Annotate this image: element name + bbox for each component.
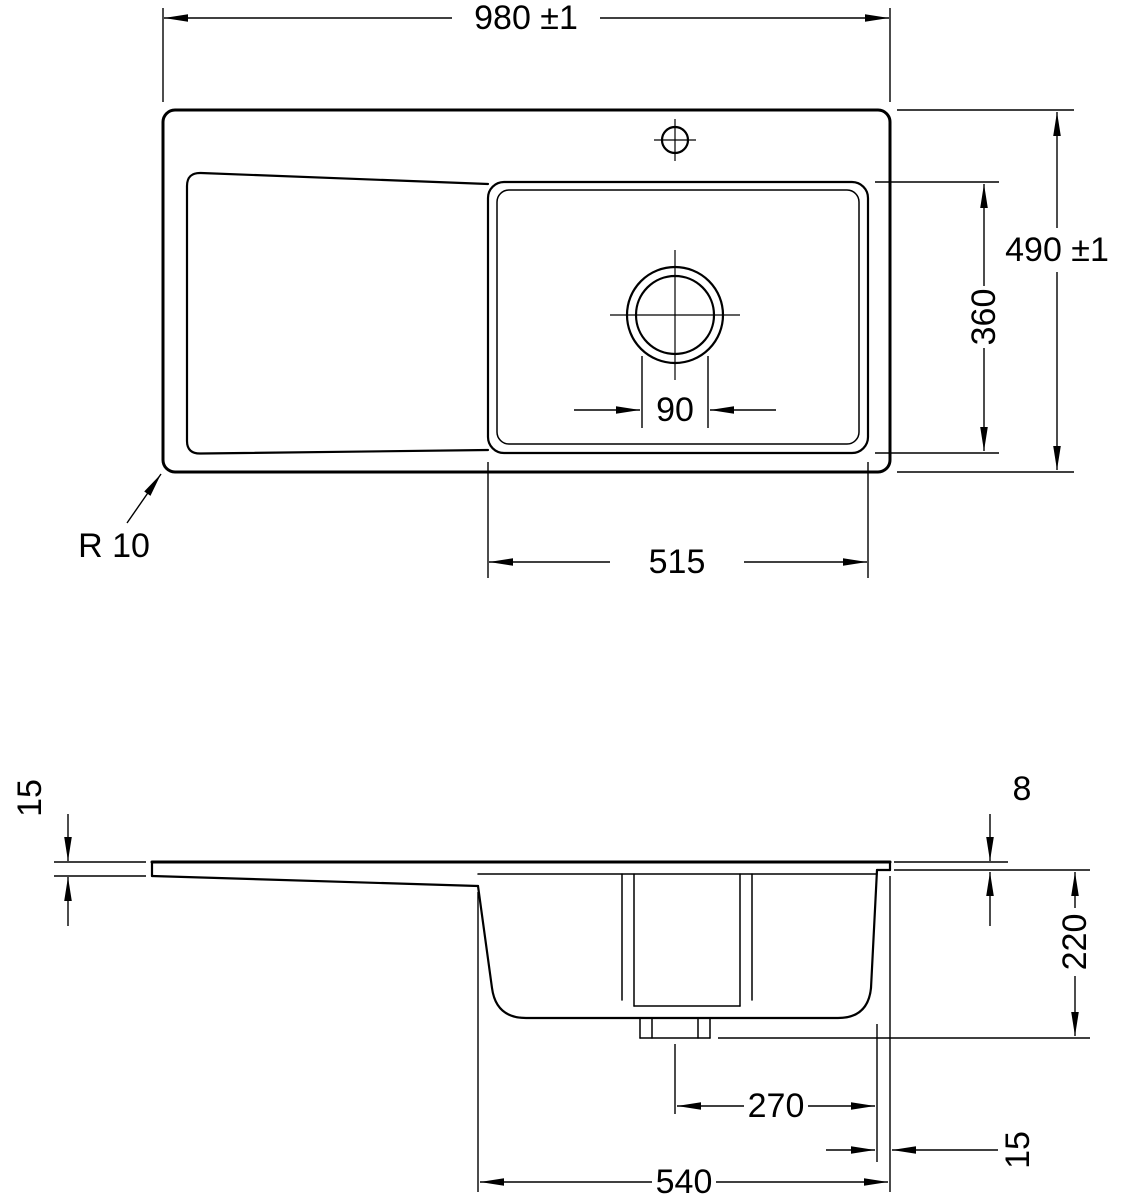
dim-bowl-depth-label: 220 [1056, 914, 1094, 971]
dim-bowl-width-label: 540 [656, 1163, 713, 1200]
dim-overall-depth-label: 490 ±1 [1005, 231, 1109, 269]
dim-rim-height-left: 15 [11, 779, 146, 926]
dim-bowl-inner-width-label: 515 [649, 543, 706, 581]
section-drain-flange [639, 1017, 711, 1039]
dim-edge-offset-right: 15 [826, 1131, 1037, 1169]
dim-bowl-inner-depth-label: 360 [965, 289, 1003, 346]
dim-bowl-inner-depth: 360 [875, 181, 1003, 454]
dim-bowl-inner-width: 515 [487, 462, 869, 581]
dim-overall-depth: 490 ±1 [897, 109, 1109, 473]
dim-bowl-width: 540 [477, 876, 891, 1200]
dim-overall-width-label: 980 ±1 [474, 0, 578, 37]
dim-drain-to-wall: 270 [674, 1024, 878, 1162]
dim-drain-diameter-label: 90 [656, 391, 694, 429]
dim-rim-height-right: 8 [894, 770, 1090, 926]
plan-bowl-outline [486, 180, 870, 455]
drain-hole [610, 250, 740, 380]
section-drain-recess [621, 873, 753, 1007]
plan-bowl-inner-contour [496, 189, 860, 445]
dim-overall-width: 980 ±1 [162, 0, 891, 102]
dim-drain-to-wall-label: 270 [748, 1087, 805, 1125]
plan-drainboard-outline [185, 171, 490, 455]
dim-bowl-depth: 220 [718, 872, 1094, 1039]
dim-edge-offset-right-label: 15 [999, 1131, 1037, 1169]
plan-view: 980 ±1 490 ±1 360 90 [78, 0, 1109, 581]
callout-corner-radius-label: R 10 [78, 527, 150, 565]
section-view: 15 8 220 270 [11, 770, 1094, 1200]
dim-rim-height-right-label: 8 [1013, 770, 1032, 808]
dim-drain-diameter: 90 [574, 356, 776, 429]
dim-rim-height-left-label: 15 [11, 779, 49, 817]
plan-outer-outline [161, 108, 892, 474]
faucet-hole [654, 119, 696, 161]
section-outline [150, 860, 892, 1020]
callout-corner-radius: R 10 [78, 473, 162, 565]
